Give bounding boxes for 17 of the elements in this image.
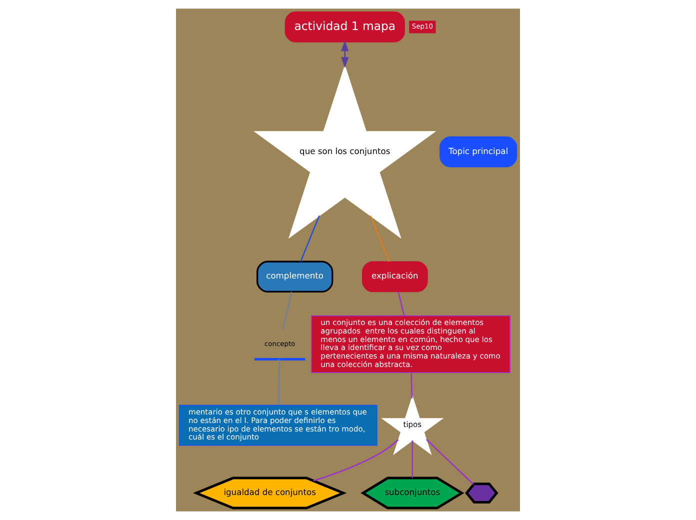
connector <box>300 215 320 262</box>
node-box: mentario es otro conjunto que s elementos que no están en el l. Para poder definirlo es necesario ipo de elementos se están tro modo, cuál es el conjunto <box>178 404 378 446</box>
node-box: actividad 1 mapa <box>284 12 405 42</box>
connector <box>412 440 414 478</box>
connector <box>426 439 474 485</box>
connector <box>282 292 292 330</box>
node-box: explicación <box>362 261 428 292</box>
node-box: complemento <box>256 260 334 292</box>
node-box: Topic principal <box>440 136 518 168</box>
node-box: un conjunto es una colección de elementos agrupados entre los cuales distinguen al menos un elemento en común, hecho que los lleva a identificar a su vez como pertenecientes a una misma naturaleza y como una colección abstracta. <box>311 315 510 373</box>
node-hexagon <box>465 482 498 504</box>
arrow <box>341 40 349 68</box>
connector <box>398 292 405 316</box>
connector <box>313 439 399 482</box>
connector <box>410 372 412 398</box>
connector <box>370 215 390 262</box>
connector <box>278 359 280 406</box>
